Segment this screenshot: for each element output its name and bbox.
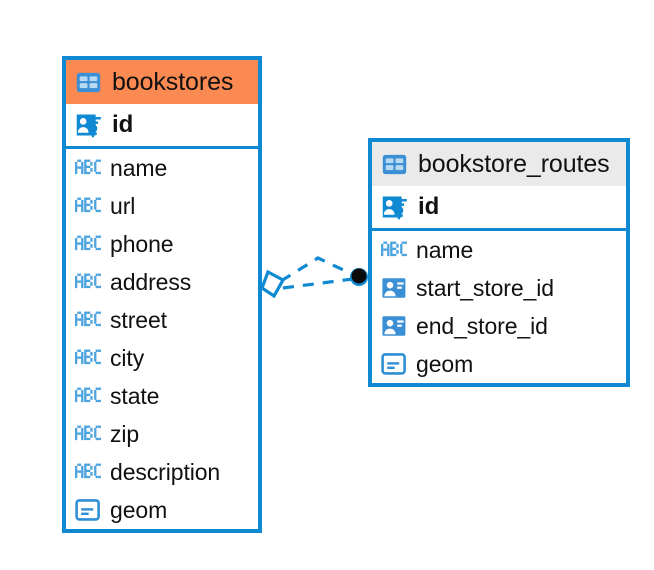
- field-row-geom[interactable]: geom: [66, 491, 258, 529]
- text-abc-icon: [75, 425, 101, 443]
- field-row-description[interactable]: description: [66, 453, 258, 491]
- field-name: city: [110, 344, 145, 371]
- field-name: zip: [110, 420, 140, 447]
- relationship-line-upper: [280, 256, 355, 283]
- foreign-key-icon: [381, 313, 407, 339]
- field-name: state: [110, 382, 160, 409]
- text-abc-icon: [75, 273, 101, 291]
- field-name: geom: [416, 350, 474, 377]
- field-row-id[interactable]: id: [66, 104, 258, 149]
- field-list: id nam: [66, 104, 258, 529]
- field-name: description: [110, 458, 221, 485]
- field-row-id[interactable]: id: [372, 186, 626, 231]
- foreign-key-icon: [381, 275, 407, 301]
- entity-title: bookstore_routes: [418, 149, 610, 178]
- field-row-url[interactable]: url: [66, 187, 258, 225]
- relationship-line-lower: [282, 277, 354, 290]
- entity-header[interactable]: bookstores: [66, 60, 258, 104]
- text-abc-icon: [381, 241, 407, 259]
- text-abc-icon: [75, 311, 101, 329]
- text-abc-icon: [75, 159, 101, 177]
- primary-key-icon: [381, 193, 409, 221]
- field-row-name[interactable]: name: [372, 231, 626, 269]
- text-abc-icon: [75, 197, 101, 215]
- field-name: end_store_id: [416, 312, 548, 339]
- field-row-street[interactable]: street: [66, 301, 258, 339]
- field-name: phone: [110, 230, 174, 257]
- field-row-address[interactable]: address: [66, 263, 258, 301]
- field-name: geom: [110, 496, 168, 523]
- field-list: id nam: [372, 186, 626, 383]
- field-row-geom[interactable]: geom: [372, 345, 626, 383]
- text-abc-icon: [75, 463, 101, 481]
- entity-bookstore-routes[interactable]: bookstore_routes id: [368, 138, 630, 387]
- field-row-zip[interactable]: zip: [66, 415, 258, 453]
- entity-header[interactable]: bookstore_routes: [372, 142, 626, 186]
- field-name: id: [112, 111, 134, 138]
- field-name: street: [110, 306, 167, 333]
- field-row-end-store-id[interactable]: end_store_id: [372, 307, 626, 345]
- field-row-state[interactable]: state: [66, 377, 258, 415]
- entity-title: bookstores: [112, 67, 234, 96]
- filled-circle-marker: [350, 268, 368, 286]
- entity-bookstores[interactable]: bookstores id: [62, 56, 262, 533]
- field-name: url: [110, 192, 136, 219]
- table-icon: [381, 151, 408, 178]
- text-abc-icon: [75, 387, 101, 405]
- primary-key-icon: [75, 111, 103, 139]
- text-abc-icon: [75, 235, 101, 253]
- field-row-city[interactable]: city: [66, 339, 258, 377]
- diamond-marker: [260, 269, 286, 299]
- text-abc-icon: [75, 349, 101, 367]
- geometry-icon: [75, 498, 101, 522]
- field-name: address: [110, 268, 192, 295]
- field-name: id: [418, 193, 440, 220]
- table-icon: [75, 69, 102, 96]
- field-name: name: [110, 154, 168, 181]
- field-row-phone[interactable]: phone: [66, 225, 258, 263]
- field-name: start_store_id: [416, 274, 554, 301]
- geometry-icon: [381, 352, 407, 376]
- field-name: name: [416, 236, 474, 263]
- field-row-start-store-id[interactable]: start_store_id: [372, 269, 626, 307]
- field-row-name[interactable]: name: [66, 149, 258, 187]
